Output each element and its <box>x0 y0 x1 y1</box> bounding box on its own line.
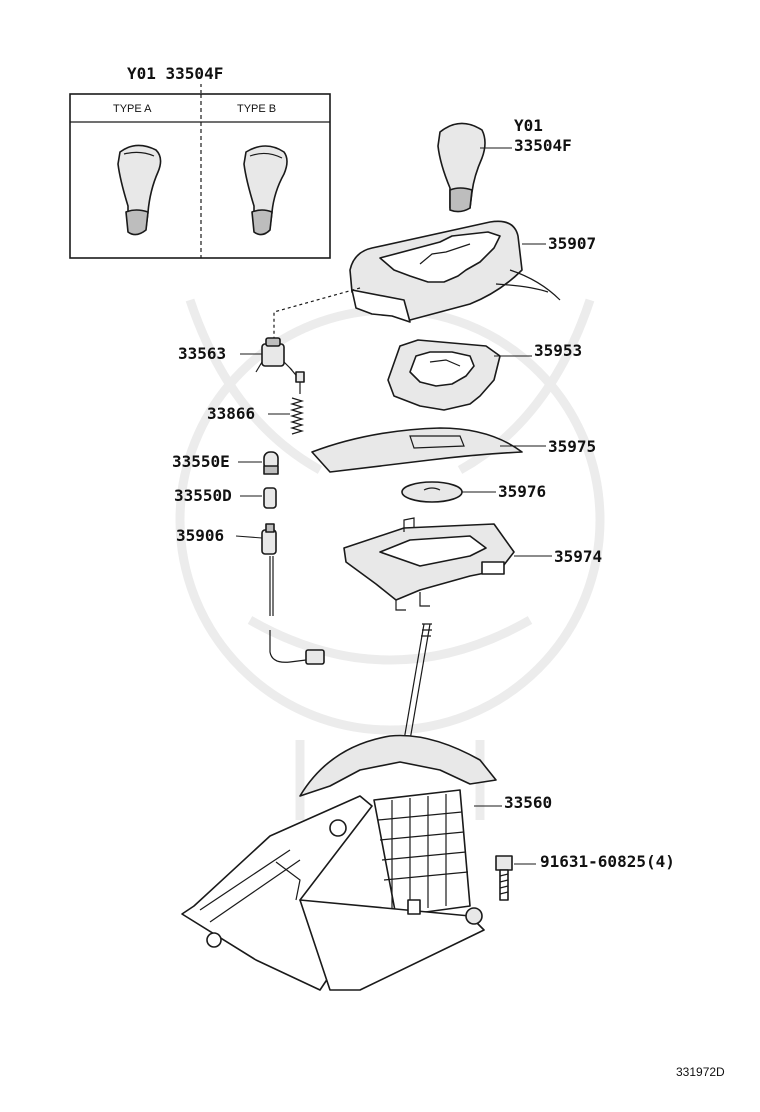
type-a-label: TYPE A <box>113 103 152 115</box>
callout-knob-line1: Y01 <box>514 116 543 135</box>
part-35906-harness <box>261 523 325 665</box>
part-91631-bolt <box>495 855 513 901</box>
part-33563-switch <box>255 337 305 394</box>
shift-lever <box>403 623 432 741</box>
callout-91631: 91631-60825(4) <box>540 852 675 871</box>
callout-33563: 33563 <box>178 344 226 363</box>
callout-35953: 35953 <box>534 341 582 360</box>
part-33560-base <box>181 734 497 991</box>
callout-35974: 35974 <box>554 547 602 566</box>
part-33550e-bulb <box>263 451 279 475</box>
callout-33550d: 33550D <box>174 486 232 505</box>
diagram-code: 331972D <box>676 1065 725 1079</box>
callout-knob-line2: 33504F <box>514 136 572 155</box>
part-33550d-socket <box>263 487 277 509</box>
part-35953-plate <box>387 339 501 411</box>
part-35974-slide <box>343 517 515 611</box>
callout-35975: 35975 <box>548 437 596 456</box>
part-35975-cover <box>311 427 523 473</box>
type-inset-box: Y01 33504F TYPE A TYPE B <box>69 64 331 259</box>
callout-33560: 33560 <box>504 793 552 812</box>
callout-33866: 33866 <box>207 404 255 423</box>
callout-35976: 35976 <box>498 482 546 501</box>
callout-33550e: 33550E <box>172 452 230 471</box>
part-33866-spring <box>289 397 305 435</box>
part-35907-bezel <box>349 220 561 323</box>
shift-knob <box>437 122 512 213</box>
callout-35907: 35907 <box>548 234 596 253</box>
callout-35906: 35906 <box>176 526 224 545</box>
knob-type-b <box>243 145 288 236</box>
type-b-label: TYPE B <box>237 103 276 115</box>
knob-type-a <box>117 144 162 236</box>
inset-title: Y01 33504F <box>127 64 223 83</box>
part-35976-washer <box>401 481 463 503</box>
